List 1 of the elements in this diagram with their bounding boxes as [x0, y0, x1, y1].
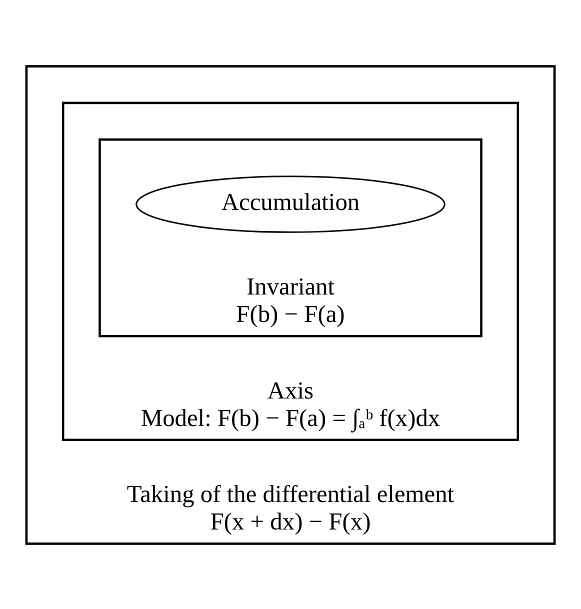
node-ellipse: Accumulation — [136, 175, 446, 232]
